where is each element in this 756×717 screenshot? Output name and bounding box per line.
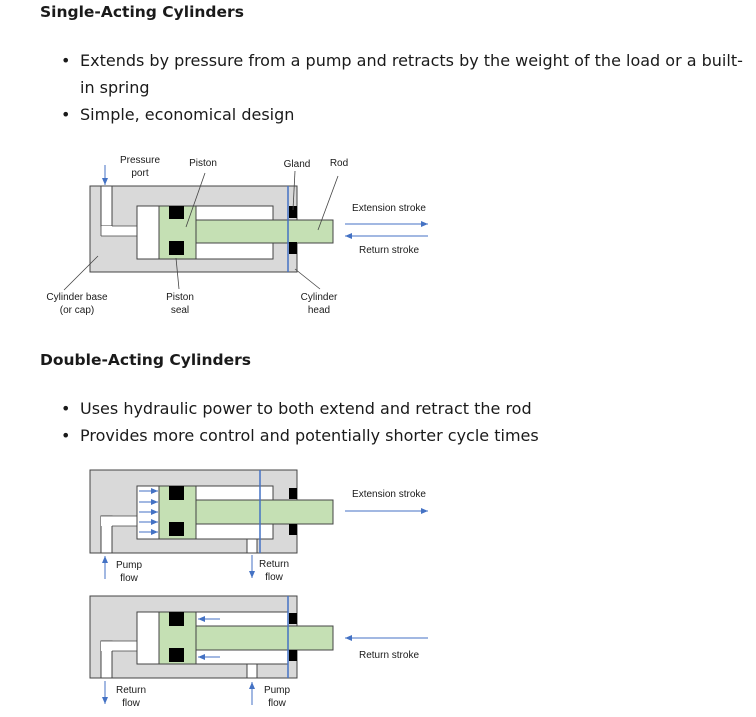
rod: [195, 499, 334, 525]
gland-seal: [289, 613, 297, 624]
piston-seal-label: Piston: [166, 292, 194, 303]
return-flow-label: Return: [116, 685, 146, 696]
pump-flow-label: Pump: [116, 560, 143, 571]
rod-label: Rod: [330, 158, 348, 169]
gland-seal: [289, 206, 297, 218]
bullet-item: Simple, economical design: [0, 101, 756, 128]
pressure-port-label: port: [131, 168, 148, 179]
return-flow-label: flow: [122, 698, 141, 709]
single-acting-bullets: Extends by pressure from a pump and retr…: [0, 47, 756, 128]
double-acting-heading: Double-Acting Cylinders: [40, 351, 251, 369]
double-acting-bullets: Uses hydraulic power to both extend and …: [0, 395, 756, 449]
pump-flow-label: Pump: [264, 685, 291, 696]
return-flow-label: flow: [265, 572, 284, 583]
bullet-item: Extends by pressure from a pump and retr…: [0, 47, 756, 101]
piston-seal: [169, 206, 184, 219]
gland-label: Gland: [284, 159, 311, 170]
rod: [195, 625, 334, 651]
gland-seal: [289, 488, 297, 499]
extension-stroke-label: Extension stroke: [352, 203, 426, 214]
piston-seal: [169, 522, 184, 536]
cylinder-base-label: Cylinder base: [46, 292, 108, 303]
double-acting-extension-diagram: Extension stroke Pump flow Return flow: [89, 469, 428, 584]
piston-seal: [169, 648, 184, 662]
piston-seal-label: seal: [171, 305, 189, 316]
piston-seal: [169, 241, 184, 255]
piston-seal: [169, 486, 184, 500]
gland-seal: [289, 524, 297, 535]
piston-seal: [169, 612, 184, 626]
cylinder-base-label: (or cap): [60, 305, 94, 316]
pump-flow-label: flow: [120, 573, 139, 584]
double-acting-return-diagram: Return stroke Return flow Pump flow: [89, 595, 428, 709]
cylinder-head-label: Cylinder: [301, 292, 338, 303]
cylinder-head-label: head: [308, 305, 330, 316]
bullet-item: Uses hydraulic power to both extend and …: [0, 395, 756, 422]
return-flow-label: Return: [259, 559, 289, 570]
pressure-port-passage: [100, 185, 113, 227]
gland-seal: [289, 242, 297, 254]
single-acting-diagram: Pressure port Piston Gland Rod Extension…: [46, 155, 428, 316]
pump-flow-label: flow: [268, 698, 287, 709]
return-stroke-label: Return stroke: [359, 245, 419, 256]
rod: [195, 219, 334, 244]
single-acting-heading: Single-Acting Cylinders: [40, 3, 244, 21]
bullet-item: Provides more control and potentially sh…: [0, 422, 756, 449]
pressure-port-label: Pressure: [120, 155, 160, 166]
gland-seal: [289, 650, 297, 661]
piston-label: Piston: [189, 158, 217, 169]
extension-stroke-label: Extension stroke: [352, 489, 426, 500]
pressure-port-passage: [101, 226, 137, 236]
return-stroke-label: Return stroke: [359, 650, 419, 661]
